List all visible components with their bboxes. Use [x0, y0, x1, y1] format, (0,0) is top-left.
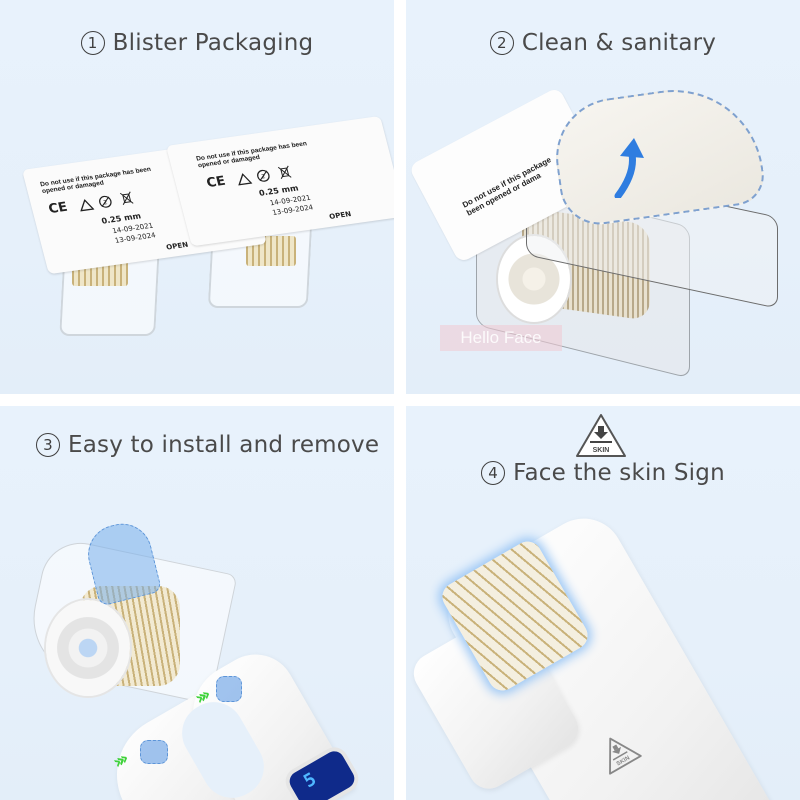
panel-face-skin-sign: SKIN 4 Face the skin Sign SKIN — [406, 406, 800, 800]
card-warning-text: Do not use if this package has been open… — [195, 140, 308, 170]
panel-title: 2 Clean & sanitary — [406, 30, 800, 56]
watermark-text: Hello Face — [440, 325, 562, 351]
blue-slot-marker-left — [140, 740, 168, 764]
card-open-label: OPEN — [328, 210, 353, 221]
blue-slot-marker-right — [216, 676, 242, 702]
step-number-badge: 4 — [481, 461, 506, 485]
warning-triangle-icon — [80, 198, 95, 212]
weee-bin-icon — [119, 191, 134, 206]
panel-title: 1 Blister Packaging — [0, 30, 394, 56]
step-number-badge: 3 — [36, 433, 60, 457]
led-display-digits: 5 — [300, 768, 321, 793]
panel-title-text: Easy to install and remove — [68, 432, 380, 458]
blister-label-card-left: Do not use if this package has been open… — [22, 139, 267, 275]
card-warning-text: Do not use if this package has been open… — [39, 166, 152, 196]
card-open-label: OPEN — [165, 240, 190, 252]
panel-title: 3 Easy to install and remove — [0, 432, 394, 458]
device-skin-sign-icon: SKIN — [609, 737, 642, 775]
panel-title: 4 Face the skin Sign — [406, 460, 800, 486]
panel-title-text: Clean & sanitary — [521, 30, 717, 56]
weee-bin-icon — [277, 165, 292, 180]
svg-text:2: 2 — [103, 199, 109, 206]
blister-label-card-right: Do not use if this package has been open… — [166, 115, 394, 247]
card-ce-mark: CE — [204, 173, 228, 191]
panel-title-text: Blister Packaging — [112, 30, 314, 56]
panel-blister-packaging: 1 Blister Packaging Do not use if this pa… — [0, 0, 394, 394]
roller-end-cap — [46, 600, 130, 696]
warning-triangle-icon — [238, 172, 253, 186]
peel-up-arrow-icon — [614, 138, 644, 198]
card-ce-mark: CE — [46, 199, 70, 217]
step-number-badge: 2 — [489, 31, 514, 55]
svg-text:SKIN: SKIN — [593, 447, 610, 454]
no-reuse-icon: 2 — [257, 169, 270, 182]
step-number-badge: 1 — [80, 31, 105, 55]
skin-sign-icon: SKIN — [576, 414, 626, 457]
no-reuse-icon: 2 — [99, 195, 112, 208]
panel-title-text: Face the skin Sign — [513, 460, 725, 486]
svg-text:2: 2 — [261, 173, 267, 180]
